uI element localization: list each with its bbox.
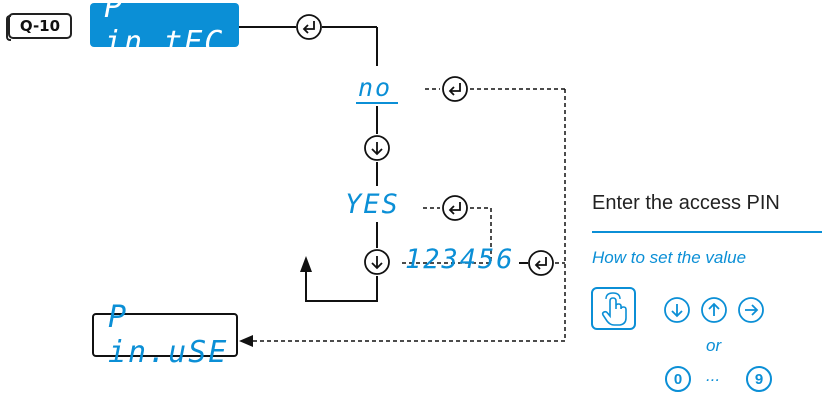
side-panel-divider xyxy=(592,231,822,233)
loop-arrowhead xyxy=(300,256,312,272)
side-panel-title: Enter the access PIN xyxy=(592,192,780,214)
arrow-right-icon xyxy=(738,297,764,323)
option-no: no xyxy=(358,73,393,102)
arrow-up-icon xyxy=(701,297,727,323)
touch-hand-icon xyxy=(591,287,636,330)
digit-key-9: 9 xyxy=(746,366,772,392)
parameter-code-badge: Q-10 xyxy=(6,13,72,41)
parameter-display: P in.tEC xyxy=(90,0,239,60)
result-display-text: P in.uSE xyxy=(108,300,229,370)
or-label: or xyxy=(706,336,722,355)
dash-yes-right xyxy=(399,207,492,264)
result-arrowhead xyxy=(239,335,253,347)
side-panel-subtitle: How to set the value xyxy=(592,248,747,267)
arrow-down-icon xyxy=(364,135,390,161)
result-display: P in.uSE xyxy=(92,300,238,370)
option-no-underline xyxy=(356,102,398,104)
arrow-down-icon xyxy=(364,249,390,275)
arrow-down-icon xyxy=(664,297,690,323)
enter-icon xyxy=(442,195,468,221)
digit-key-0: 0 xyxy=(665,366,691,392)
enter-icon xyxy=(528,250,554,276)
pin-value: 123456 xyxy=(405,244,515,275)
connector-loop-back xyxy=(305,270,378,302)
parameter-code: Q-10 xyxy=(19,17,61,35)
ellipsis-label: ... xyxy=(706,366,721,385)
enter-icon xyxy=(296,14,322,40)
parameter-display-text: P in.tEC xyxy=(104,0,225,60)
enter-icon xyxy=(442,76,468,102)
option-yes: YES xyxy=(345,189,400,220)
